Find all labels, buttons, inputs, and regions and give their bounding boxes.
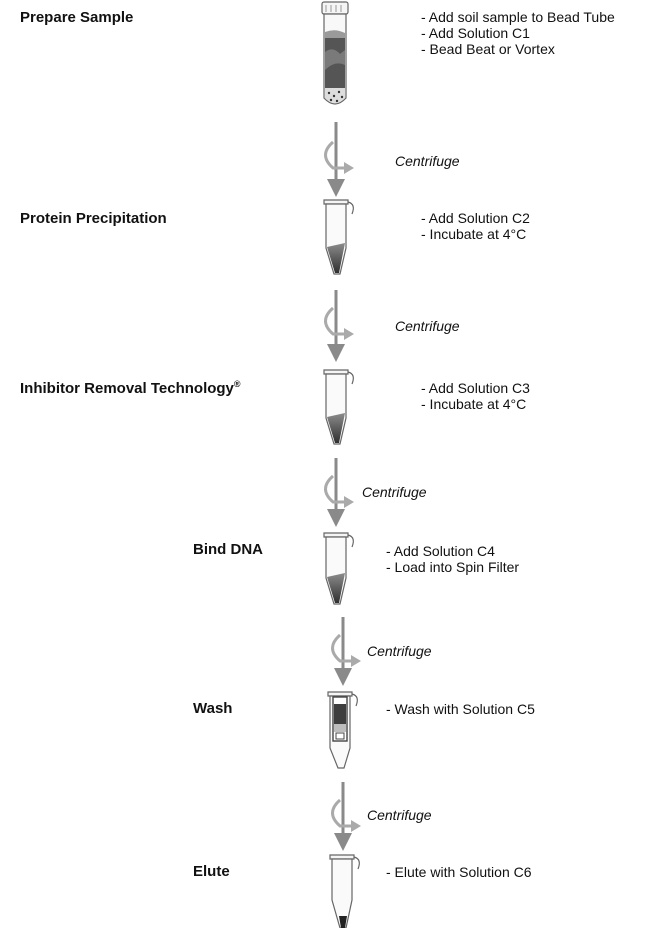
spin-filter-tube-icon bbox=[327, 691, 358, 769]
instruction-item: - Bead Beat or Vortex bbox=[421, 41, 555, 57]
centrifuge-arrow-icon bbox=[331, 617, 361, 686]
instructions-wash: - Wash with Solution C5 bbox=[386, 701, 535, 717]
centrifuge-label-4: Centrifuge bbox=[367, 643, 432, 659]
instruction-item: - Wash with Solution C5 bbox=[386, 701, 535, 717]
instructions-elute: - Elute with Solution C6 bbox=[386, 864, 532, 880]
step-title-wash: Wash bbox=[193, 700, 233, 717]
centrifuge-arrow-icon bbox=[324, 290, 354, 362]
registered-mark: ® bbox=[233, 379, 241, 389]
centrifuge-label-3: Centrifuge bbox=[362, 484, 427, 500]
instruction-item: - Incubate at 4°C bbox=[421, 396, 527, 412]
centrifuge-arrow-icon bbox=[324, 122, 354, 197]
instruction-item: - Incubate at 4°C bbox=[421, 226, 527, 242]
elution-tube-icon bbox=[329, 854, 360, 928]
step-title-inhibitor-removal-text: Inhibitor Removal Technology bbox=[20, 380, 234, 397]
centrifuge-label-1: Centrifuge bbox=[395, 153, 460, 169]
instruction-item: - Load into Spin Filter bbox=[386, 559, 520, 575]
instruction-item: - Add Solution C3 bbox=[421, 380, 530, 396]
instruction-item: - Add soil sample to Bead Tube bbox=[421, 9, 615, 25]
step-title-protein-precipitation: Protein Precipitation bbox=[20, 210, 167, 227]
instruction-item: - Add Solution C2 bbox=[421, 210, 530, 226]
centrifuge-label-2: Centrifuge bbox=[395, 318, 460, 334]
instruction-item: - Elute with Solution C6 bbox=[386, 864, 532, 880]
instruction-item: - Add Solution C1 bbox=[421, 25, 530, 41]
microcentrifuge-tube-icon bbox=[323, 532, 354, 605]
centrifuge-label-5: Centrifuge bbox=[367, 807, 432, 823]
bead-tube-icon bbox=[321, 1, 349, 105]
instructions-bind-dna: - Add Solution C4 - Load into Spin Filte… bbox=[386, 543, 519, 575]
microcentrifuge-tube-icon bbox=[323, 199, 354, 275]
instruction-item: - Add Solution C4 bbox=[386, 543, 495, 559]
step-title-elute: Elute bbox=[193, 863, 230, 880]
instructions-inhibitor-removal: - Add Solution C3 - Incubate at 4°C bbox=[421, 380, 530, 412]
microcentrifuge-tube-icon bbox=[323, 369, 354, 445]
step-title-inhibitor-removal: Inhibitor Removal Technology® bbox=[20, 379, 241, 397]
centrifuge-arrow-icon bbox=[331, 782, 361, 851]
instructions-prepare-sample: - Add soil sample to Bead Tube - Add Sol… bbox=[421, 9, 615, 57]
step-title-bind-dna: Bind DNA bbox=[193, 541, 263, 558]
instructions-protein-precipitation: - Add Solution C2 - Incubate at 4°C bbox=[421, 210, 530, 242]
step-title-prepare-sample: Prepare Sample bbox=[20, 9, 134, 26]
centrifuge-arrow-icon bbox=[324, 458, 354, 527]
